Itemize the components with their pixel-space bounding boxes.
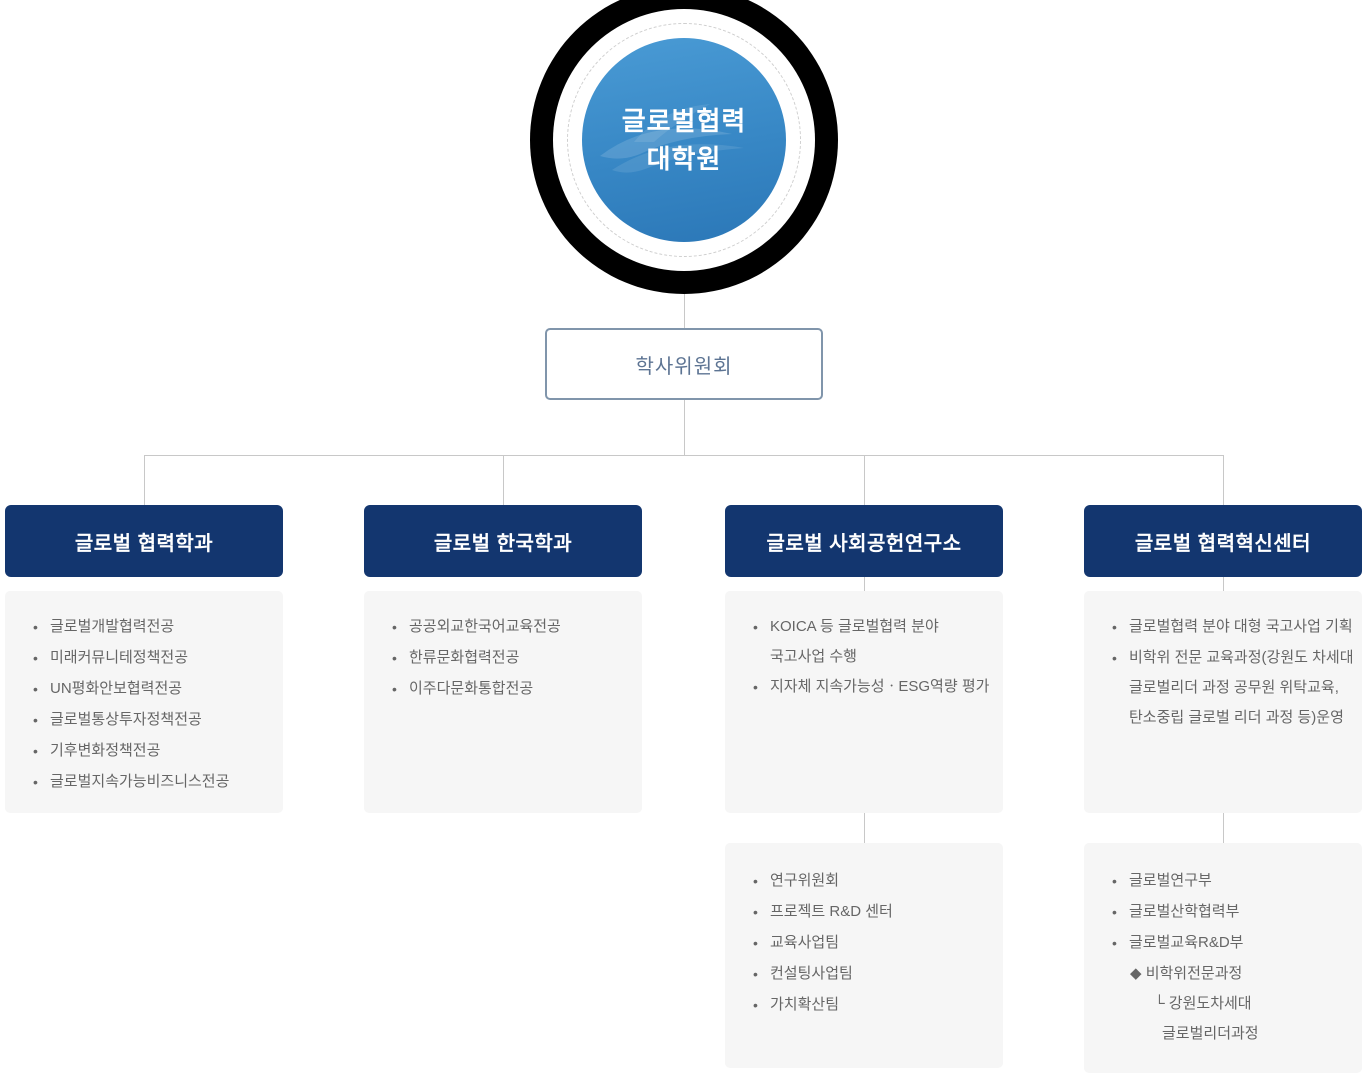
bullet-icon <box>753 866 770 897</box>
connector-col3-subpanel <box>864 813 865 843</box>
bullet-icon <box>33 705 50 736</box>
root-node-white-ring: 글로벌협력 대학원 <box>553 9 815 271</box>
bullet-icon <box>753 672 770 703</box>
connector-drop-col3 <box>864 455 865 505</box>
subpanel-social-contribution-institute: 연구위원회 프로젝트 R&D 센터 교육사업팀 컨설팅사업팀 가치확산팀 <box>725 843 1003 1068</box>
dept-header-global-korean-studies: 글로벌 한국학과 <box>364 505 642 577</box>
dept-panel-social-contribution-institute: KOICA 등 글로벌협력 분야 국고사업 수행 지자체 지속가능성ㆍESG역량… <box>725 591 1003 813</box>
connector-col3-header-gap <box>864 577 865 591</box>
dept-title: 글로벌 사회공헌연구소 <box>766 532 962 555</box>
connector-committee-to-branch <box>684 400 685 455</box>
bullet-icon <box>392 643 409 674</box>
dept-title: 글로벌 협력학과 <box>74 532 214 555</box>
bullet-icon <box>753 897 770 928</box>
list-item: 이주다문화통합전공 <box>392 674 642 705</box>
dept-panel-global-cooperation: 글로벌개발협력전공 미래커뮤니테정책전공 UN평화안보협력전공 글로벌통상투자정… <box>5 591 283 813</box>
wing-swoosh-decoration <box>600 104 744 173</box>
connector-drop-col2 <box>503 455 504 505</box>
list-item: KOICA 등 글로벌협력 분야 국고사업 수행 <box>753 612 1003 672</box>
list-item: 프로젝트 R&D 센터 <box>753 897 1003 928</box>
list-item: 지자체 지속가능성ㆍESG역량 평가 <box>753 672 1003 703</box>
list-item: 공공외교한국어교육전공 <box>392 612 642 643</box>
connector-col4-subpanel <box>1223 813 1224 843</box>
list-item: 글로벌개발협력전공 <box>33 612 283 643</box>
committee-label: 학사위원회 <box>635 355 733 378</box>
bullet-icon <box>33 612 50 643</box>
list-item: UN평화안보협력전공 <box>33 674 283 705</box>
list-item-nondegree-program: ◆ 비학위전문과정 <box>1130 965 1243 982</box>
bullet-icon <box>392 612 409 643</box>
bullet-icon <box>1112 643 1129 674</box>
list-item: 한류문화협력전공 <box>392 643 642 674</box>
list-item: 미래커뮤니테정책전공 <box>33 643 283 674</box>
bullet-icon <box>1112 612 1129 643</box>
list-item: 기후변화정책전공 <box>33 736 283 767</box>
list-item: 연구위원회 <box>753 866 1003 897</box>
connector-col4-header-gap <box>1223 577 1224 591</box>
root-node: 글로벌협력 대학원 <box>530 0 838 294</box>
list-item: 글로벌지속가능비즈니스전공 <box>33 767 283 798</box>
connector-drop-col1 <box>144 455 145 505</box>
bullet-icon <box>753 959 770 990</box>
list-item: 교육사업팀 <box>753 928 1003 959</box>
list-item: 글로벌산학협력부 <box>1112 897 1362 928</box>
list-item: 컨설팅사업팀 <box>753 959 1003 990</box>
bullet-icon <box>33 643 50 674</box>
root-node-dashed-ring <box>567 23 801 257</box>
committee-box: 학사위원회 <box>545 328 823 400</box>
bullet-icon <box>753 990 770 1021</box>
bullet-icon <box>392 674 409 705</box>
list-item: 글로벌통상투자정책전공 <box>33 705 283 736</box>
bullet-icon <box>33 674 50 705</box>
root-title: 글로벌협력 대학원 <box>622 102 747 178</box>
subpanel-cooperation-innovation-center: 글로벌연구부 글로벌산학협력부 글로벌교육R&D부 ◆ 비학위전문과정 └ 강원… <box>1084 843 1362 1073</box>
list-item: 글로벌협력 분야 대형 국고사업 기획 <box>1112 612 1362 643</box>
dept-header-cooperation-innovation-center: 글로벌 협력혁신센터 <box>1084 505 1362 577</box>
dept-panel-global-korean-studies: 공공외교한국어교육전공 한류문화협력전공 이주다문화통합전공 <box>364 591 642 813</box>
dept-header-global-cooperation: 글로벌 협력학과 <box>5 505 283 577</box>
bullet-icon <box>1112 897 1129 928</box>
dept-header-social-contribution-institute: 글로벌 사회공헌연구소 <box>725 505 1003 577</box>
list-item: 가치확산팀 <box>753 990 1003 1021</box>
root-node-circle: 글로벌협력 대학원 <box>582 38 786 242</box>
dept-title: 글로벌 한국학과 <box>433 532 573 555</box>
bullet-icon <box>33 767 50 798</box>
connector-drop-col4 <box>1223 455 1224 505</box>
root-title-line2: 대학원 <box>646 144 722 174</box>
bullet-icon <box>1112 928 1129 959</box>
list-item: 글로벌연구부 <box>1112 866 1362 897</box>
dept-panel-cooperation-innovation-center: 글로벌협력 분야 대형 국고사업 기획 비학위 전문 교육과정(강원도 차세대 … <box>1084 591 1362 813</box>
list-item-global-leader-course: 글로벌리더과정 <box>1162 1025 1259 1042</box>
list-item: 글로벌교육R&D부 <box>1112 928 1362 959</box>
bullet-icon <box>1112 866 1129 897</box>
list-item: 비학위 전문 교육과정(강원도 차세대 글로벌리더 과정 공무원 위탁교육, 탄… <box>1112 643 1362 733</box>
dept-title: 글로벌 협력혁신센터 <box>1134 532 1312 555</box>
bullet-icon <box>33 736 50 767</box>
connector-branch-horizontal <box>144 455 1224 456</box>
bullet-icon <box>753 612 770 643</box>
connector-circle-to-committee <box>684 294 685 328</box>
bullet-icon <box>753 928 770 959</box>
list-item-gangwon-next-gen: └ 강원도차세대 <box>1154 995 1252 1012</box>
root-title-line1: 글로벌협력 <box>621 106 747 136</box>
